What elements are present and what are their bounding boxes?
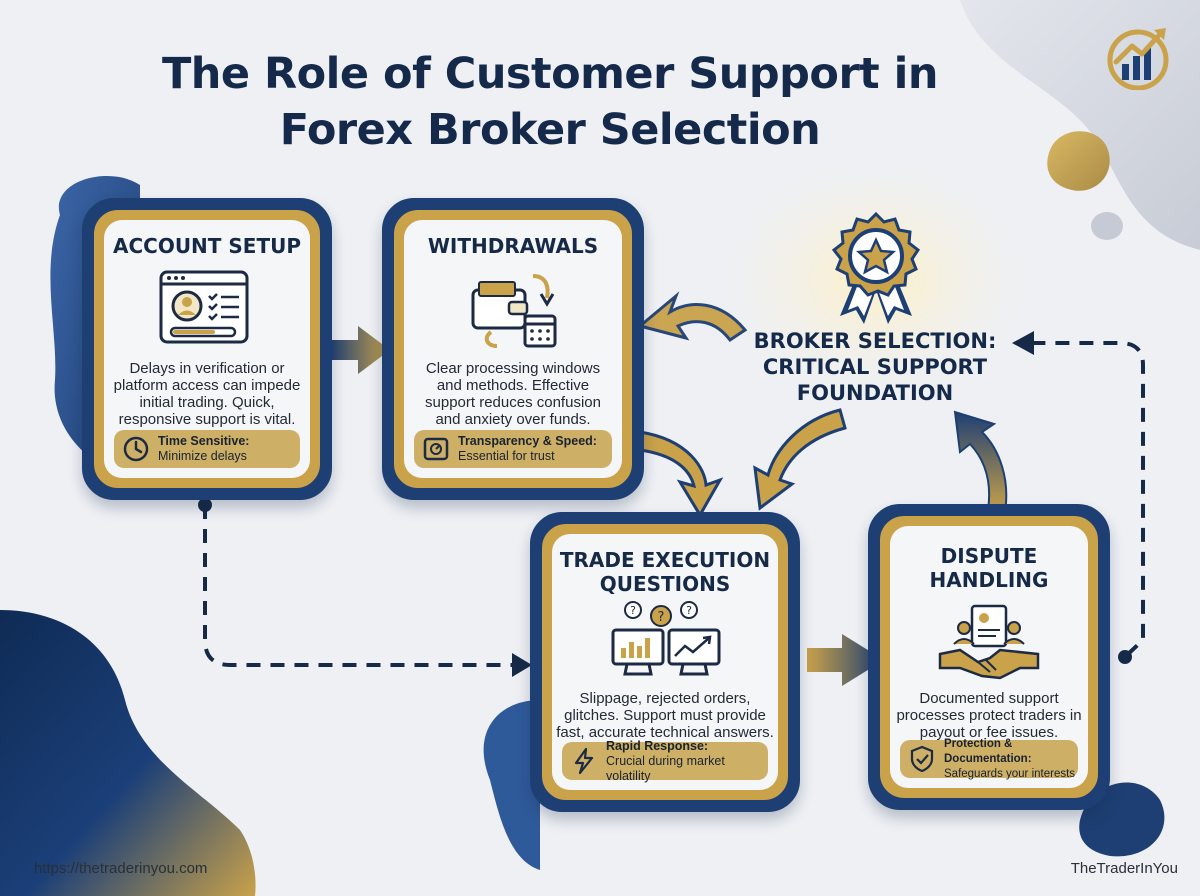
status-badge: Rapid Response: Crucial during market vo… xyxy=(562,738,768,783)
badge-title: Protection & Documentation: xyxy=(944,737,1032,765)
badge-title: Time Sensitive: xyxy=(158,434,250,448)
badge-subtitle: Safeguards your interests xyxy=(944,767,1076,780)
award-medal-icon xyxy=(831,212,921,324)
status-badge: Time Sensitive: Minimize delays xyxy=(114,430,300,468)
footer-brand: TheTraderInYou xyxy=(1070,860,1178,877)
svg-text:?: ? xyxy=(630,604,636,617)
status-badge: Protection & Documentation: Safeguards y… xyxy=(900,737,1078,780)
broker-selection-title: BROKER SELECTION: CRITICAL SUPPORT FOUND… xyxy=(753,329,997,405)
card-trade-execution: TRADE EXECUTION QUESTIONS ? ? ? Slippage… xyxy=(530,512,800,812)
card-dispute-handling: DISPUTE HANDLING Documented support proc… xyxy=(868,504,1110,810)
clock-icon xyxy=(123,436,149,462)
footer-url[interactable]: https://thetraderinyou.com xyxy=(34,860,208,877)
card-title: TRADE EXECUTION QUESTIONS xyxy=(559,548,771,596)
card-body: Slippage, rejected orders, glitches. Sup… xyxy=(556,690,774,741)
card-title: DISPUTE HANDLING xyxy=(929,544,1049,592)
wallet-calendar-icon xyxy=(471,274,557,348)
badge-title: Transparency & Speed: xyxy=(458,434,597,448)
lightning-icon xyxy=(574,747,594,775)
card-title: ACCOUNT SETUP xyxy=(112,234,302,258)
card-withdrawals: WITHDRAWALS Clear processing windows and… xyxy=(382,198,644,500)
card-body: Clear processing windows and methods. Ef… xyxy=(425,360,601,428)
page-title: The Role of Customer Support in Forex Br… xyxy=(161,49,939,155)
card-account-setup: ACCOUNT SETUP Delays in verification or … xyxy=(82,198,332,500)
badge-subtitle: Crucial during market volatility xyxy=(606,753,725,783)
safe-icon xyxy=(423,437,449,461)
badge-title: Rapid Response: xyxy=(606,738,709,753)
card-body: Delays in verification or platform acces… xyxy=(113,360,301,428)
status-badge: Transparency & Speed: Essential for trus… xyxy=(414,430,612,468)
badge-subtitle: Essential for trust xyxy=(458,449,555,463)
badge-subtitle: Minimize delays xyxy=(158,449,247,463)
svg-text:?: ? xyxy=(658,610,665,625)
svg-text:?: ? xyxy=(686,604,692,617)
profile-verification-icon xyxy=(159,270,249,344)
brand-logo-icon xyxy=(1107,28,1169,90)
card-title: WITHDRAWALS xyxy=(427,234,599,258)
handshake-document-icon xyxy=(938,604,1040,680)
trading-screens-icon: ? ? ? xyxy=(611,601,721,676)
shield-check-icon xyxy=(910,745,934,773)
